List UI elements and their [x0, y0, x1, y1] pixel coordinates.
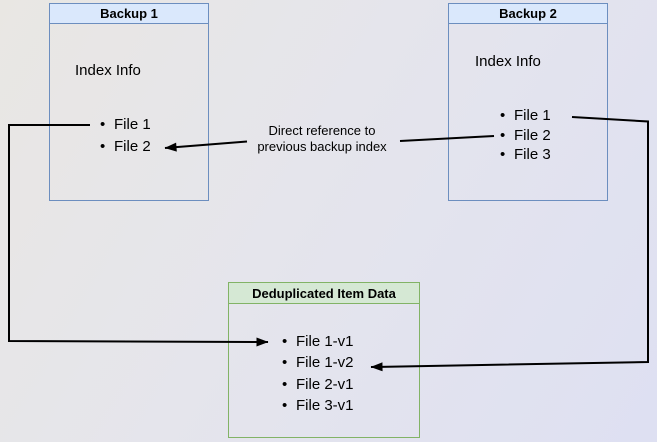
backup2-index-info-label: Index Info: [475, 53, 541, 70]
dedup-box: Deduplicated Item Data File 1-v1 File 1-…: [228, 282, 420, 438]
edge-label-line2: previous backup index: [257, 139, 387, 154]
list-item: File 1-v2: [282, 352, 354, 374]
edge-label-line1: Direct reference to: [268, 123, 376, 138]
backup2-box: Backup 2 Index Info File 1 File 2 File 3: [448, 3, 608, 201]
backup2-header: Backup 2: [449, 4, 607, 24]
backup2-title: Backup 2: [499, 6, 557, 21]
list-item: File 1-v1: [282, 331, 354, 353]
list-item: File 2-v1: [282, 374, 354, 396]
dedup-header: Deduplicated Item Data: [229, 283, 419, 304]
backup1-title: Backup 1: [100, 6, 158, 21]
backup1-box: Backup 1 Index Info File 1 File 2: [49, 3, 209, 201]
list-item: File 2: [100, 136, 151, 158]
list-item: File 3-v1: [282, 395, 354, 417]
list-item: File 2: [500, 126, 551, 146]
dedup-file-list: File 1-v1 File 1-v2 File 2-v1 File 3-v1: [282, 331, 354, 417]
backup1-header: Backup 1: [50, 4, 208, 24]
backup1-index-info-label: Index Info: [75, 62, 141, 79]
list-item: File 1: [500, 106, 551, 126]
list-item: File 3: [500, 145, 551, 165]
backup2-file-list: File 1 File 2 File 3: [500, 106, 551, 165]
edge-label-direct-reference: Direct reference to previous backup inde…: [232, 123, 412, 155]
list-item: File 1: [100, 114, 151, 136]
backup1-file-list: File 1 File 2: [100, 114, 151, 157]
dedup-title: Deduplicated Item Data: [252, 285, 396, 301]
